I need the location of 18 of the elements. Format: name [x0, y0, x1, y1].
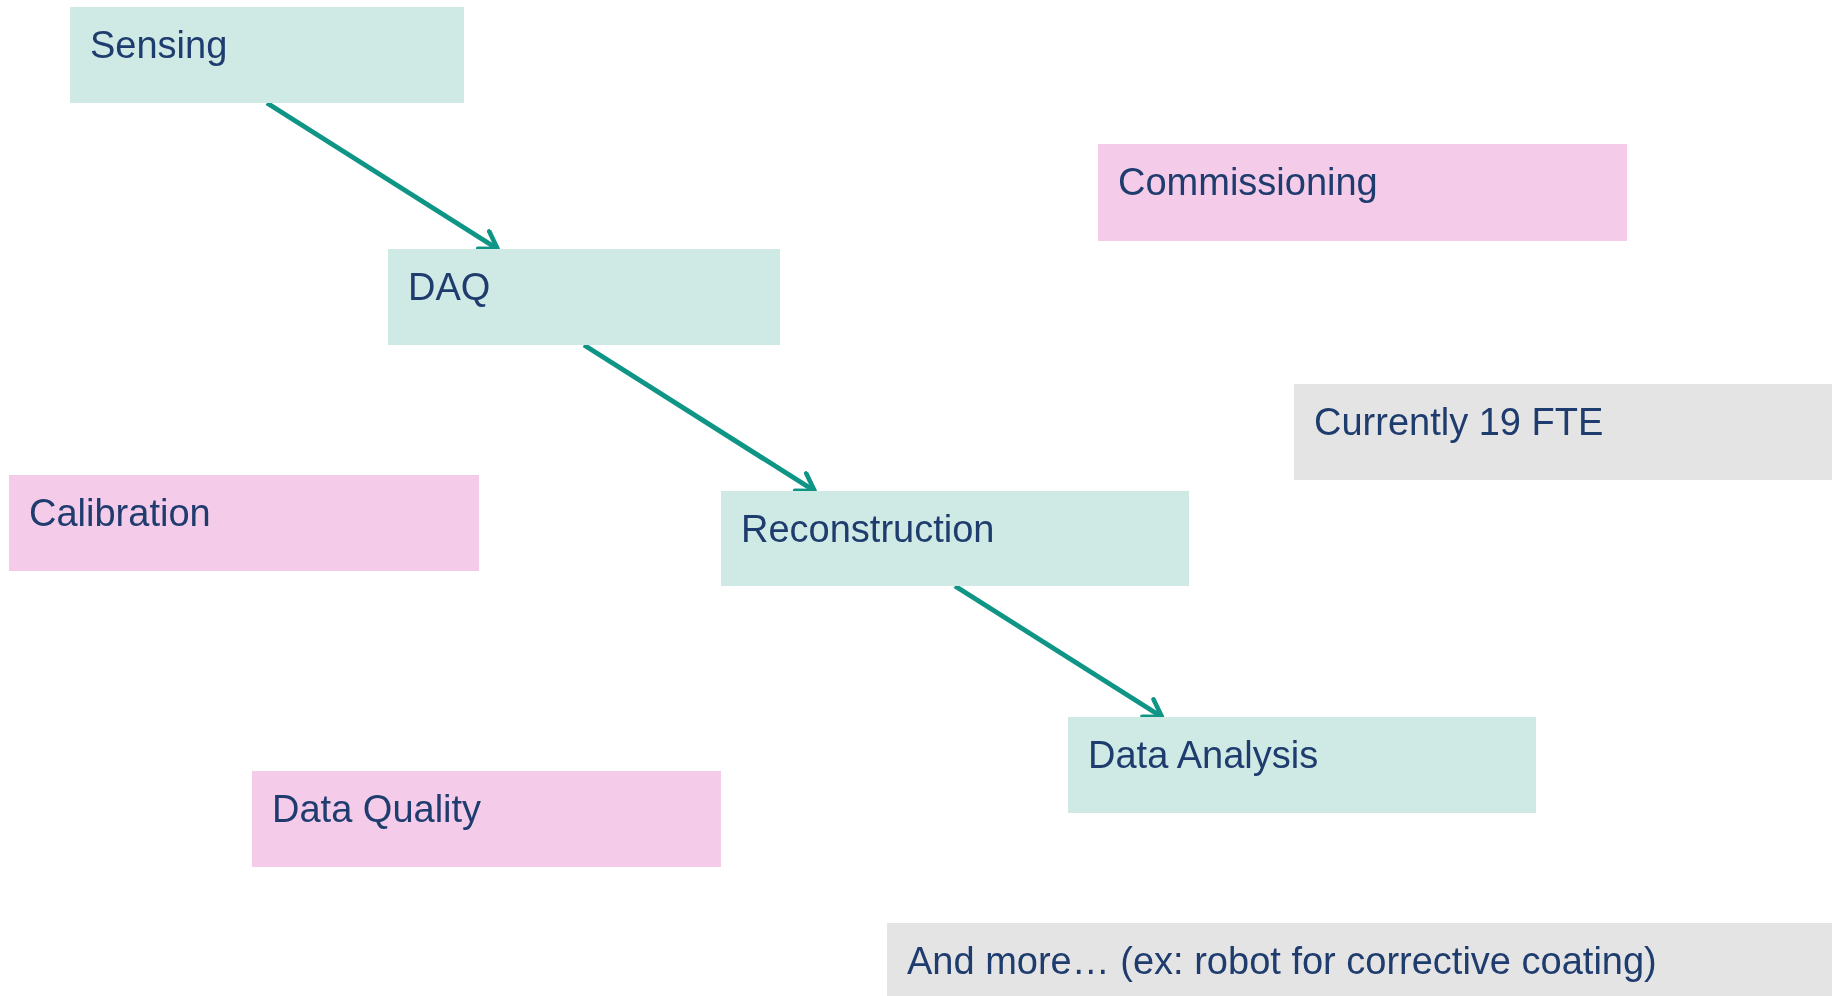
process-box: [1068, 717, 1536, 813]
box-label: Data Analysis: [1088, 733, 1319, 778]
box-label: Currently 19 FTE: [1314, 400, 1604, 445]
box-label: Data Quality: [272, 787, 482, 832]
box-label: Reconstruction: [741, 507, 995, 552]
box-label: Commissioning: [1118, 160, 1378, 205]
note-box: [1294, 384, 1832, 480]
process-box: [721, 491, 1189, 586]
topic-box: [9, 475, 479, 571]
box-label: And more… (ex: robot for corrective coating): [907, 939, 1657, 984]
process-box: [388, 249, 780, 345]
box-label: DAQ: [408, 265, 491, 310]
box-label: Calibration: [29, 491, 211, 536]
topic-box: [1098, 144, 1627, 241]
box-label: Sensing: [90, 23, 228, 68]
process-box: [70, 7, 464, 103]
topic-box: [252, 771, 721, 867]
note-box: [887, 923, 1832, 996]
